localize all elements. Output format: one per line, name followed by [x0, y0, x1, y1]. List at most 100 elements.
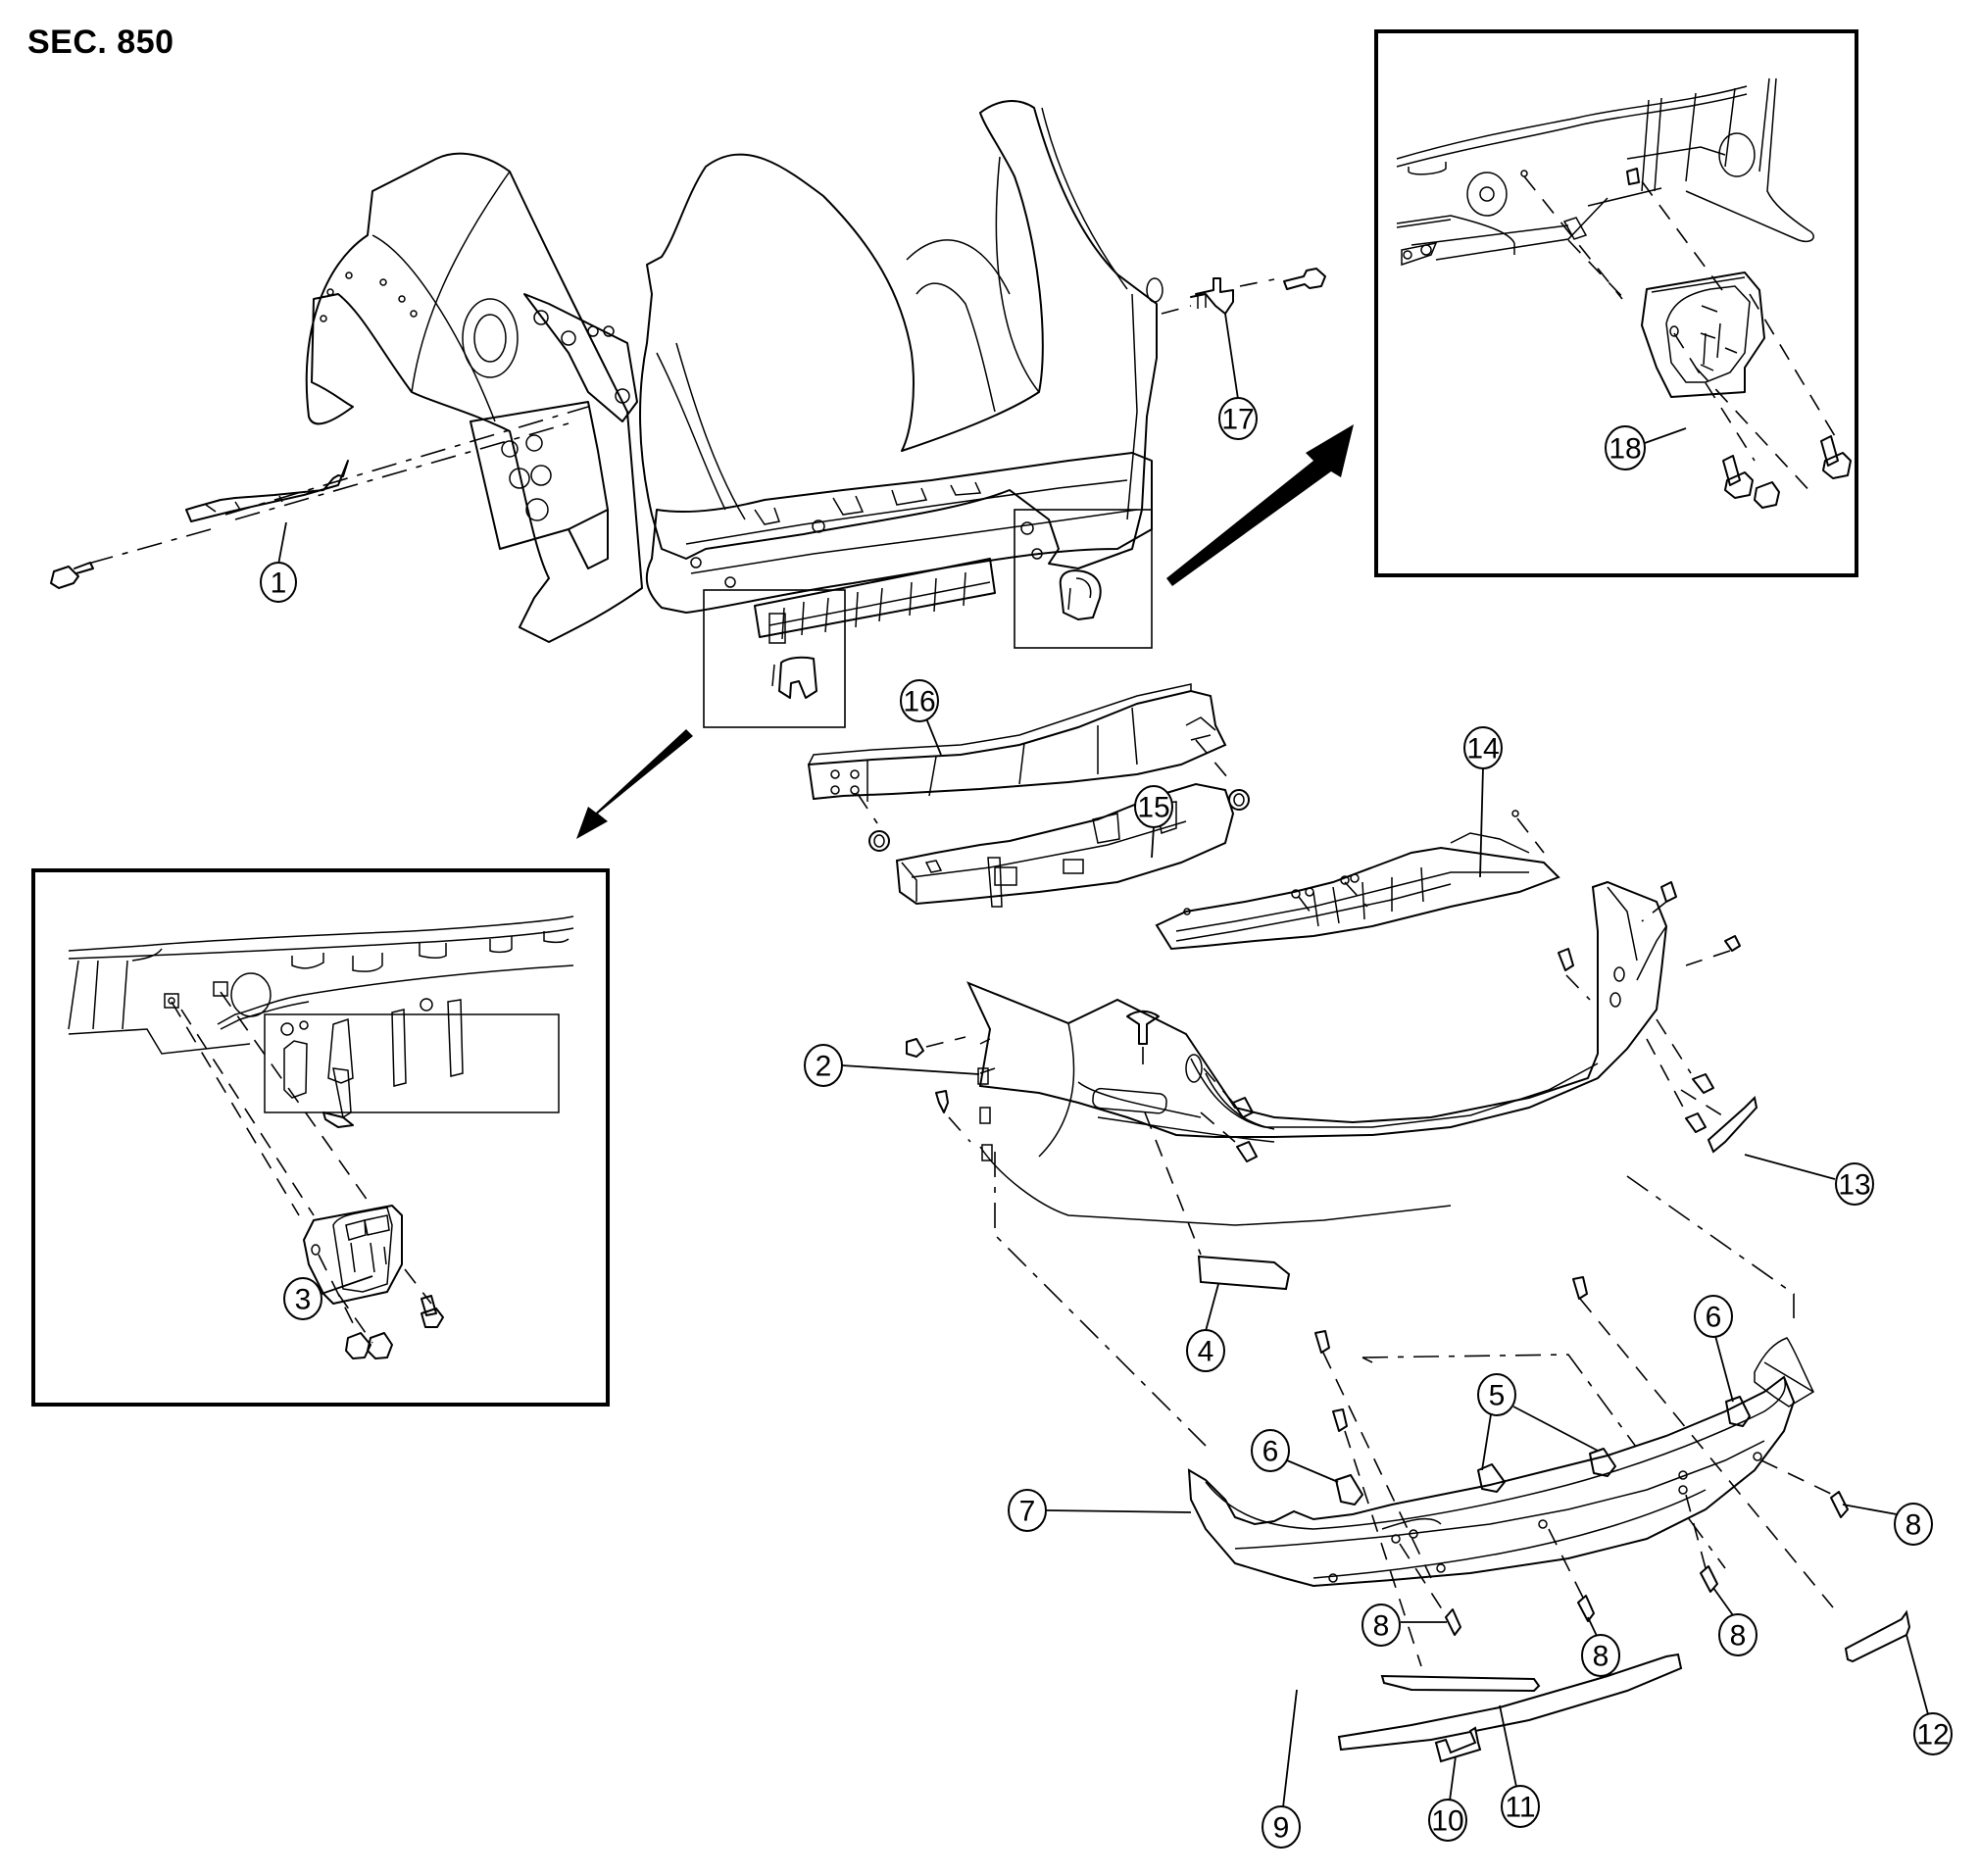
callout-number: 9: [1273, 1812, 1290, 1845]
part-10-bracket: [1434, 1726, 1482, 1763]
callout-number: 11: [1505, 1792, 1535, 1824]
callout-3-bumper-stay-left: 3: [283, 1275, 373, 1320]
callout-circle: [283, 1277, 322, 1320]
callout-10-bracket-center: 10: [1428, 1755, 1467, 1842]
callout-5-parking-sensor-center: [1512, 1406, 1599, 1452]
part-17-bracket: [1161, 268, 1326, 315]
callout-6-parking-sensor-corner: 6: [1251, 1429, 1339, 1483]
part-2-fascia: [906, 880, 1741, 1226]
callout-leader-line: [1449, 1755, 1457, 1802]
part-1-bracket: [50, 406, 589, 589]
callout-18-bumper-stay-right: 18: [1605, 425, 1687, 470]
callout-circle: [1835, 1162, 1874, 1206]
pushpin: [1314, 1330, 1330, 1354]
callout-leader-line: [1714, 1335, 1734, 1403]
callout-leader-line: [321, 1275, 373, 1295]
callout-16-bumper-reinforcement: 16: [900, 679, 942, 756]
callout-circle: [1463, 726, 1503, 769]
arrow-to-left-inset: [576, 729, 693, 839]
callout-leader-line: [1842, 1504, 1898, 1515]
callout-8-clip: 8: [1842, 1503, 1933, 1546]
callout-number: 8: [1593, 1641, 1609, 1673]
callout-leader-line: [1499, 1704, 1517, 1788]
callout-12-moulding-right: 12: [1906, 1634, 1953, 1755]
callout-leader-line: [841, 1064, 980, 1075]
callout-1-bracket-left: 1: [260, 521, 297, 603]
callout-leader-line: [1205, 1283, 1219, 1332]
callout-number: 1: [271, 568, 287, 600]
callout-circle: [1894, 1503, 1933, 1546]
callout-leader-line: [1587, 1616, 1598, 1637]
callout-leader-line: [1712, 1587, 1734, 1616]
callout-9-moulding-left: 9: [1262, 1689, 1301, 1849]
callout-circle: [1581, 1634, 1620, 1677]
callout-8-clip: 8: [1361, 1604, 1447, 1647]
callout-circle: [804, 1044, 843, 1087]
callout-15-energy-absorber: 15: [1134, 785, 1173, 859]
callout-5-parking-sensor-center: 5: [1477, 1373, 1516, 1471]
callout-leader-line: [1046, 1509, 1192, 1513]
callout-leader-line: [1286, 1459, 1339, 1483]
callout-4-reflector-left: 4: [1186, 1283, 1225, 1372]
callout-number: 17: [1221, 404, 1254, 436]
callout-13-reflector-right: 13: [1744, 1154, 1874, 1206]
rear-panel-slots: [754, 558, 996, 644]
callout-circle: [1477, 1373, 1516, 1416]
callout-leader-line: [1479, 766, 1484, 878]
callout-14-bumper-retainer: 14: [1463, 726, 1503, 878]
part-13-reflector: [1707, 1095, 1758, 1154]
callout-circle: [1605, 425, 1646, 470]
callout-11-moulding-center: 11: [1499, 1704, 1540, 1828]
callout-leader-line: [1744, 1154, 1836, 1180]
part-14-retainer: [1155, 810, 1560, 951]
callout-circle: [1134, 785, 1173, 828]
callout-circle: [260, 562, 297, 603]
part-12-moulding: [1844, 1609, 1911, 1663]
callout-2-rear-bumper-fascia: 2: [804, 1044, 980, 1087]
body-structure: [305, 100, 1163, 643]
callout-leader-line: [925, 717, 942, 756]
callout-circle: [1262, 1805, 1301, 1849]
part-9-moulding: [1380, 1674, 1541, 1693]
callout-8-clip: 8: [1712, 1587, 1757, 1656]
callout-leader-line: [1151, 825, 1155, 859]
callout-leader-line: [1906, 1634, 1929, 1715]
callout-number: 13: [1838, 1169, 1870, 1202]
callout-7-lower-bumper-fascia: 7: [1008, 1489, 1192, 1532]
callout-number: 5: [1489, 1380, 1506, 1412]
callout-leader-line: [1282, 1689, 1298, 1808]
detail-box-right: [1014, 509, 1153, 649]
callout-number: 8: [1730, 1620, 1747, 1653]
callout-number: 14: [1466, 733, 1499, 765]
callout-number: 6: [1706, 1302, 1722, 1334]
callout-number: 2: [816, 1051, 832, 1083]
callout-number: 3: [295, 1284, 312, 1316]
callout-number: 16: [903, 686, 935, 718]
callout-circle: [1694, 1295, 1733, 1338]
callout-number: 10: [1431, 1805, 1463, 1838]
callout-circle: [1251, 1429, 1290, 1472]
callout-number: 4: [1198, 1336, 1214, 1368]
callout-number: 6: [1262, 1436, 1279, 1468]
callout-number: 8: [1906, 1509, 1922, 1542]
callout-number: 12: [1916, 1719, 1949, 1752]
pushpin: [1572, 1276, 1588, 1300]
callout-17-bracket-right: 17: [1218, 313, 1258, 440]
callout-circle: [1361, 1604, 1401, 1647]
callout-circle: [1718, 1613, 1757, 1656]
callout-leader-line: [1481, 1413, 1492, 1471]
callout-circle: [1186, 1329, 1225, 1372]
callout-circle: [1008, 1489, 1047, 1532]
part-16-reinforcement: [807, 683, 1250, 852]
callout-number: 15: [1137, 792, 1169, 824]
section-title: SEC. 850: [27, 24, 174, 61]
clips-8: [1399, 1459, 1849, 1636]
arrow-to-right-inset: [1166, 424, 1354, 586]
wheel-arch-holes: [320, 272, 418, 322]
callout-leader-line: [277, 521, 287, 566]
callout-leader-line: [1512, 1406, 1599, 1452]
part-7-lower-fascia: [1187, 1337, 1814, 1588]
callout-8-clip: 8: [1581, 1616, 1620, 1677]
part-11-moulding: [1337, 1653, 1683, 1752]
